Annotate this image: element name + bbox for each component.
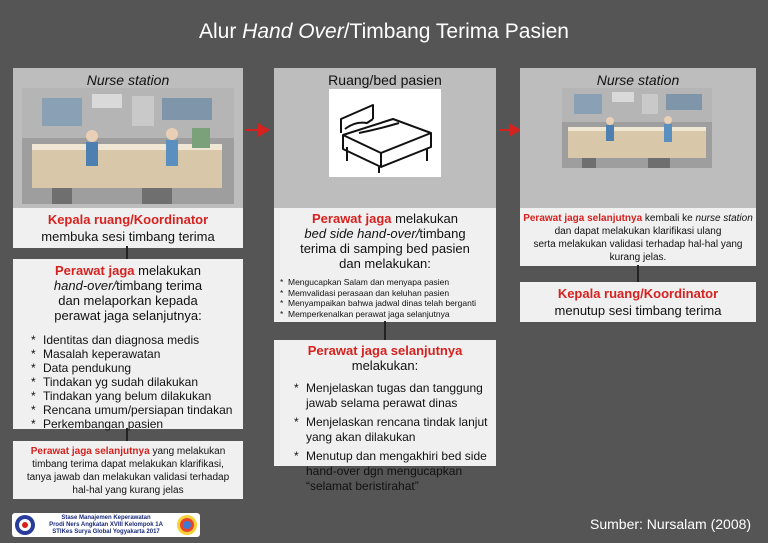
flow-arrow-2-line (499, 129, 509, 131)
list-item: Tindakan yg sudah dilakukan (31, 375, 243, 389)
source-citation: Sumber: Nursalam (2008) (590, 516, 752, 532)
nurse-station-illustration (22, 88, 234, 204)
page-title: Alur Hand Over/Timbang Terima Pasien (198, 20, 569, 43)
connector-line (637, 265, 639, 283)
bed-icon (340, 104, 432, 173)
list-item: Memvalidasi perasaan dan keluhan pasien (280, 288, 496, 299)
panel1-box-report: Perawat jaga melakukan hand-over/timbang… (13, 259, 243, 431)
group-logo-icon (177, 515, 197, 535)
panel2-box-bedside: Perawat jaga melakukan bed side hand-ove… (274, 208, 496, 322)
list-item: Rencana umum/persiapan tindakan (31, 403, 243, 417)
logo-line-3: STIKes Surya Global Yogyakarta 2017 (52, 529, 160, 535)
list-item: Identitas dan diagnosa medis (31, 333, 243, 347)
panel3-title: Nurse station (596, 72, 680, 88)
panel3-box-close-session: Kepala ruang/Koordinator menutup sesi ti… (520, 282, 756, 322)
panel1-title: Nurse station (86, 72, 170, 88)
panel1-report-list: Identitas dan diagnosa medis Masalah kep… (31, 333, 243, 431)
flow-arrow-1 (258, 123, 270, 137)
panel1-box1-red: Kepala ruang/Koordinator (47, 212, 209, 227)
panel2-bedside-list: Mengucapkan Salam dan menyapa pasien Mem… (280, 277, 496, 319)
flow-arrow-2 (509, 123, 521, 137)
bed-image (329, 89, 441, 177)
footer-logo-bar: Stase Manajemen Keperawatan Prodi Ners A… (12, 513, 200, 537)
list-item: Masalah keperawatan (31, 347, 243, 361)
institution-logo-icon (15, 515, 35, 535)
list-item: Memperkenalkan perawat jaga selanjutnya (280, 309, 496, 320)
list-item: Menutup dan mengakhiri bed sidehand-over… (294, 449, 496, 494)
flow-arrow-1-line (246, 129, 258, 131)
panel2-box-next-nurse: Perawat jaga selanjutnya melakukan: Menj… (274, 340, 496, 493)
nurse-station-image-1 (22, 88, 234, 204)
panel3-box-return: Perawat jaga selanjutnya kembali ke nurs… (520, 208, 756, 266)
connector-line (126, 246, 128, 260)
panel1-box2-red: Perawat jaga (55, 263, 135, 278)
list-item: Mengucapkan Salam dan menyapa pasien (280, 277, 496, 288)
nurse-station-illustration (562, 88, 712, 168)
panel1-box1-text: membuka sesi timbang terima (41, 229, 215, 244)
logo-line-2: Prodi Ners Angkatan XVIII Kelompok 1A (49, 522, 163, 528)
list-item: Perkembangan pasien (31, 417, 243, 431)
connector-line (384, 321, 386, 341)
panel1-box-clarify: Perawat jaga selanjutnya yang melakukan … (13, 441, 243, 499)
list-item: Menyampaikan bahwa jadwal dinas telah be… (280, 298, 496, 309)
logo-line-1: Stase Manajemen Keperawatan (61, 515, 151, 521)
list-item: Data pendukung (31, 361, 243, 375)
panel1-box-open-session: Kepala ruang/Koordinator membuka sesi ti… (13, 208, 243, 248)
nurse-station-image-2 (562, 88, 712, 168)
list-item: Tindakan yang belum dilakukan (31, 389, 243, 403)
connector-line (126, 428, 128, 442)
panel2-title: Ruang/bed pasien (328, 72, 442, 88)
